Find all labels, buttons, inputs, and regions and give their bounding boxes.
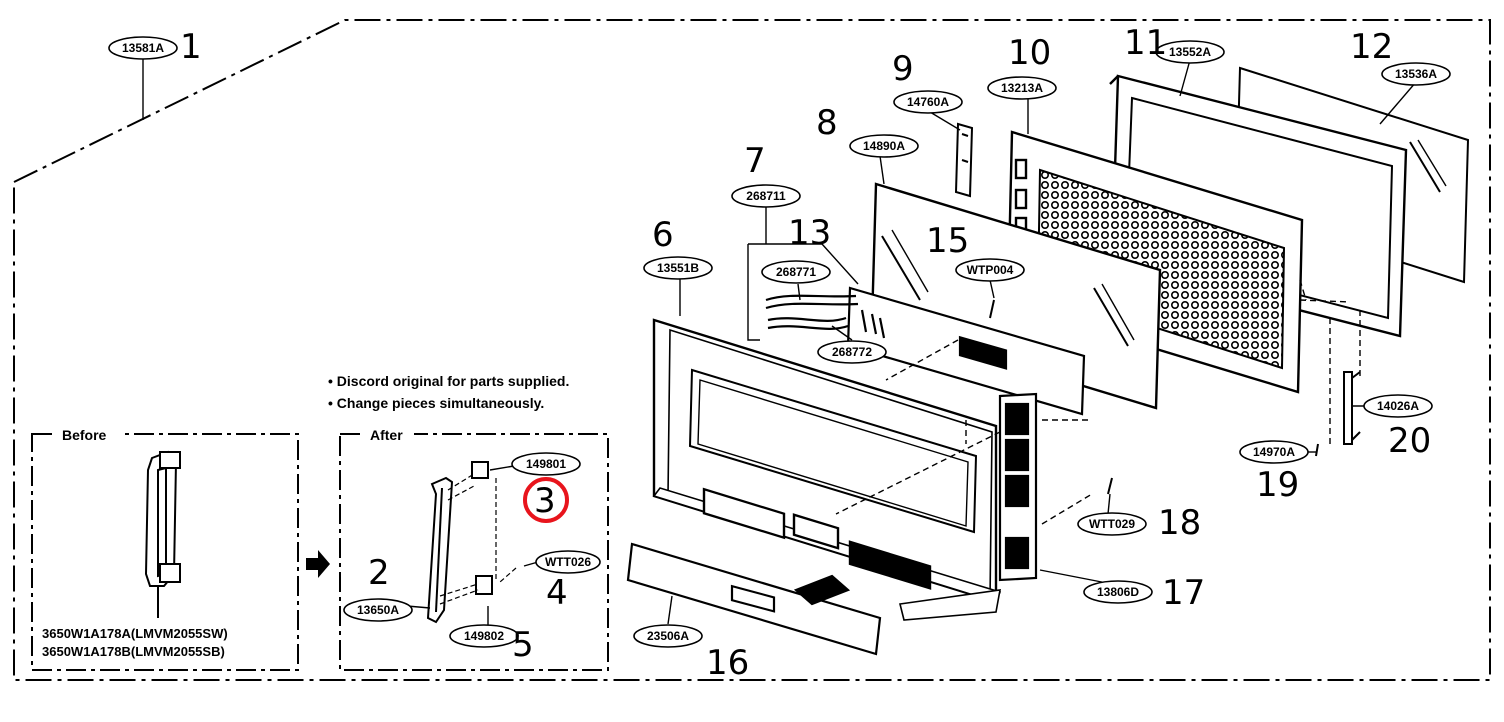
callout-149802: 149802: [449, 624, 519, 648]
svg-text:14026A: 14026A: [1377, 399, 1419, 413]
item-number-10: 10: [1008, 33, 1051, 73]
bottom-trim: [626, 542, 882, 656]
alignment-dashed-lines: [835, 279, 1361, 525]
screws: [989, 299, 1319, 495]
callout-13806D: 13806D: [1083, 580, 1153, 604]
callout-WTT029: WTT029: [1077, 512, 1147, 536]
svg-text:268711: 268711: [746, 189, 786, 203]
note-change-simultaneously: • Change pieces simultaneously.: [328, 395, 544, 411]
callout-14970A: 14970A: [1239, 440, 1309, 464]
callout-13552A: 13552A: [1155, 40, 1225, 64]
callout-WTP004: WTP004: [955, 258, 1025, 282]
callout-268711: 268711: [731, 184, 801, 208]
svg-text:WTP004: WTP004: [967, 263, 1014, 277]
item-number-15: 15: [926, 221, 969, 261]
svg-text:WTT029: WTT029: [1089, 517, 1135, 531]
item-number-1: 1: [180, 27, 202, 67]
callout-14026A: 14026A: [1363, 394, 1433, 418]
hinge-bracket: [954, 122, 974, 198]
before-title: Before: [62, 427, 107, 443]
latch-bracket: [1343, 371, 1361, 445]
svg-text:149802: 149802: [464, 629, 504, 643]
side-keypad-strip: [998, 392, 1038, 582]
item-number-12: 12: [1350, 27, 1393, 67]
svg-text:WTT026: WTT026: [545, 555, 591, 569]
svg-text:14970A: 14970A: [1253, 445, 1295, 459]
item-number-4: 4: [546, 573, 568, 613]
item-number-20: 20: [1388, 421, 1431, 461]
callout-268771: 268771: [761, 260, 831, 284]
callout-13213A: 13213A: [987, 76, 1057, 100]
note-discard-original: • Discord original for parts supplied.: [328, 373, 569, 389]
after-title: After: [370, 427, 403, 443]
handle-mount-dashes: [439, 473, 517, 605]
outer-dashed-border: [13, 19, 1491, 681]
control-board: [846, 286, 1086, 416]
svg-text:14760A: 14760A: [907, 95, 949, 109]
old-door-handle: [144, 450, 181, 618]
item-number-6: 6: [652, 215, 674, 255]
callout-14760A: 14760A: [893, 90, 963, 114]
callout-13650A: 13650A: [343, 598, 413, 622]
item-number-2: 2: [368, 553, 390, 593]
svg-text:23506A: 23506A: [647, 629, 689, 643]
item-number-13: 13: [788, 213, 831, 253]
svg-text:13213A: 13213A: [1001, 81, 1043, 95]
item-number-11: 11: [1124, 23, 1167, 63]
ribbon-cables: [765, 294, 859, 330]
callout-13581A: 13581A: [108, 36, 178, 60]
item-number-19: 19: [1256, 465, 1299, 505]
door-glass: [870, 182, 1162, 410]
item-number-3: 3: [534, 481, 556, 521]
svg-text:268771: 268771: [776, 265, 816, 279]
svg-text:13806D: 13806D: [1097, 585, 1139, 599]
svg-text:149801: 149801: [526, 457, 566, 471]
callout-WTT026: WTT026: [535, 550, 601, 574]
svg-text:13650A: 13650A: [357, 603, 399, 617]
callout-13551B: 13551B: [643, 256, 713, 280]
callout-149801: 149801: [511, 452, 581, 476]
after-box: After: [339, 426, 609, 671]
callout-23506A: 23506A: [633, 624, 703, 648]
item-number-7: 7: [744, 141, 766, 181]
model-number-a: 3650W1A178A(LMVM2055SW): [42, 626, 228, 641]
item-number-18: 18: [1158, 503, 1201, 543]
svg-text:13536A: 13536A: [1395, 67, 1437, 81]
door-front-frame: [652, 318, 1002, 621]
item-number-17: 17: [1162, 573, 1205, 613]
new-door-handle: [426, 461, 493, 624]
item-number-9: 9: [892, 49, 914, 89]
item-number-8: 8: [816, 103, 838, 143]
svg-text:268772: 268772: [832, 345, 872, 359]
before-box: Before 3650W1A178A(LMVM2055SW) 3650W1A17…: [31, 426, 299, 671]
item-number-16: 16: [706, 643, 749, 683]
callout-268772: 268772: [817, 340, 887, 364]
highlight-circle: [523, 477, 569, 523]
model-number-b: 3650W1A178B(LMVM2055SB): [42, 644, 225, 659]
svg-text:13552A: 13552A: [1169, 45, 1211, 59]
callout-14890A: 14890A: [849, 134, 919, 158]
svg-text:13551B: 13551B: [657, 261, 699, 275]
svg-text:14890A: 14890A: [863, 139, 905, 153]
item-number-5: 5: [512, 625, 534, 665]
svg-text:13581A: 13581A: [122, 41, 164, 55]
before-to-after-arrow: [306, 550, 330, 578]
callout-13536A: 13536A: [1381, 62, 1451, 86]
leader-lines: [142, 58, 1417, 625]
